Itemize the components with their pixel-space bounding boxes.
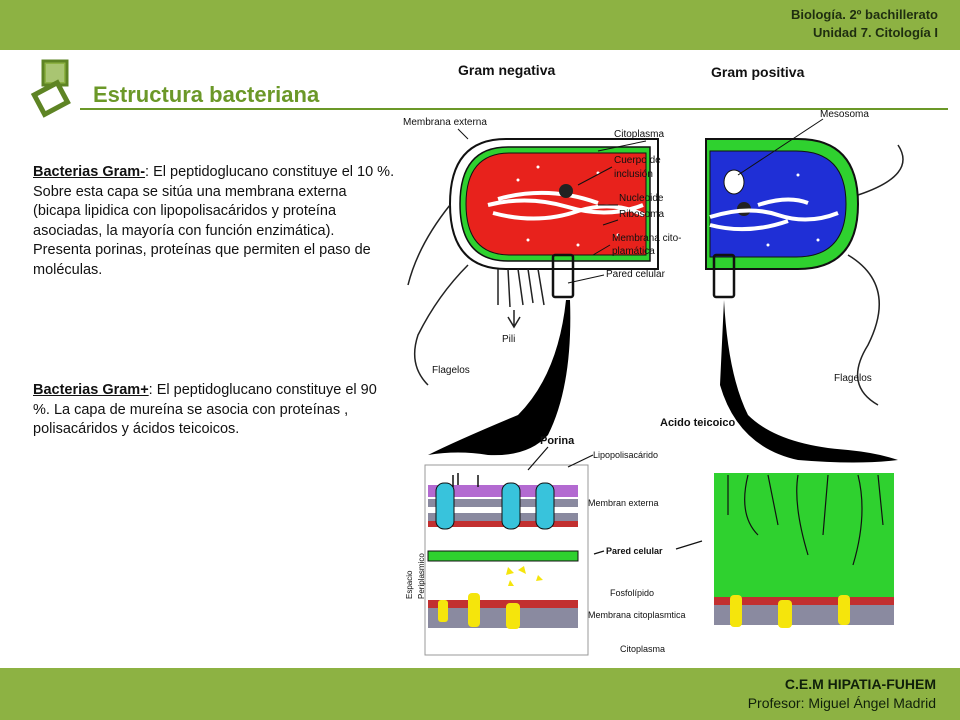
label-citoplasma: Citoplasma [614, 129, 664, 140]
label-mesosoma: Mesosoma [820, 109, 869, 120]
label-porina: Porina [540, 435, 575, 447]
footer-school: C.E.M HIPATIA-FUHEM [784, 676, 936, 692]
footer-info: C.E.M HIPATIA-FUHEM Profesor: Miguel Áng… [748, 675, 936, 713]
label-membran-externa: Membran externa [588, 498, 659, 508]
label-espacio: Espacio [405, 570, 414, 599]
label-membrana-cito-2: plamática [612, 246, 655, 257]
gram-negative-title: Gram negativa [458, 62, 555, 78]
gram-positive-cell [705, 138, 860, 270]
course-line-1: Biología. 2º bachillerato [790, 7, 938, 22]
gram-positive-paragraph: Bacterias Gram+: El peptidoglucano const… [33, 381, 395, 440]
label-flagelos-left: Flagelos [432, 365, 470, 376]
slide-logo-icon [30, 59, 71, 118]
title-divider [80, 108, 948, 110]
label-pared-celular-detail: Pared celular [606, 546, 663, 556]
label-fosfolipido: Fosfolípido [610, 588, 654, 598]
gram-negative-text: : El peptidoglucano constituye el 10 %. … [33, 164, 395, 278]
label-periplasmico: Periplasmico [417, 553, 426, 599]
gram-positive-wall-detail [714, 473, 894, 628]
label-cuerpo-1: Cuerpo de [614, 155, 661, 166]
label-membrana-cito-1: Membrana cito- [612, 233, 681, 244]
gram-positive-term: Bacterias Gram+ [33, 382, 149, 398]
label-flagelos-right: Flagelos [834, 373, 872, 384]
label-membrana-externa: Membrana externa [403, 117, 487, 128]
label-ribosoma: Ribosoma [619, 209, 664, 220]
footer-band [0, 668, 960, 720]
bacteria-structure-diagram: Gram negativa Gram positiva Membrana ext… [403, 62, 904, 656]
page-title: Estructura bacteriana [93, 82, 320, 107]
label-acido-teicoico: Acido teicoico [660, 417, 735, 429]
label-pili: Pili [502, 334, 515, 345]
course-info: Biología. 2º bachillerato Unidad 7. Cito… [791, 6, 938, 42]
gram-negative-wall-detail [424, 464, 589, 656]
label-membrana-citoplasmtica: Membrana citoplasmtica [588, 610, 686, 620]
header-band [0, 0, 960, 50]
gram-positive-title: Gram positiva [711, 64, 805, 80]
gram-negative-term: Bacterias Gram- [33, 164, 146, 180]
label-cuerpo-2: inclusión [614, 169, 653, 180]
gram-negative-paragraph: Bacterias Gram-: El peptidoglucano const… [33, 163, 395, 280]
label-lipopolisacarido: Lipopolisacárido [593, 450, 658, 460]
footer-teacher: Profesor: Miguel Ángel Madrid [747, 695, 936, 711]
gram-positive-text: : El peptidoglucano constituye el 90 %. … [33, 382, 377, 437]
label-nucleoide: Nucleoide [619, 193, 664, 204]
gram-negative-cell [448, 138, 659, 270]
course-line-2: Unidad 7. Citología I [813, 25, 938, 40]
label-pared-celular: Pared celular [606, 269, 666, 280]
label-citoplasma-bottom: Citoplasma [620, 644, 665, 654]
